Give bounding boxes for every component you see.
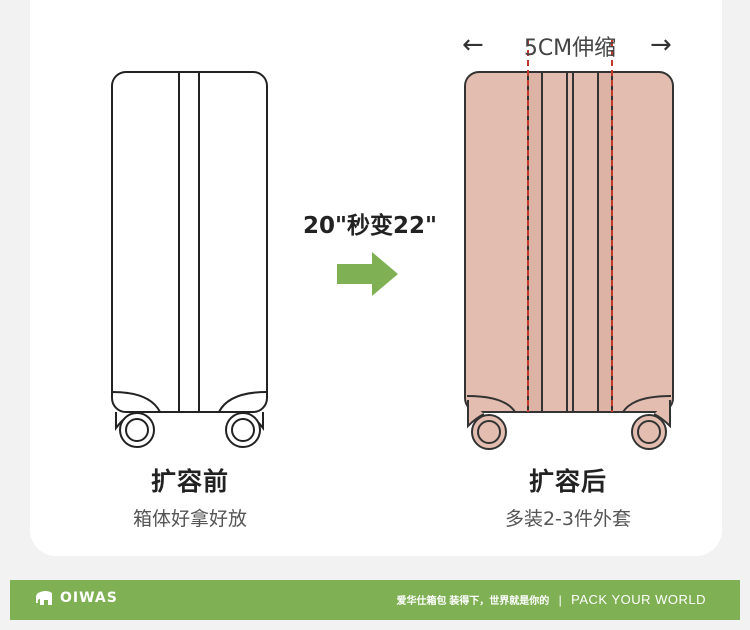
after-subtitle: 多装2-3件外套: [504, 508, 632, 530]
footer-slogan: 爱华仕箱包 装得下，世界就是你的 | PACK YOUR WORLD: [397, 592, 706, 607]
arrow-right-icon: →: [650, 30, 672, 60]
before-title: 扩容前: [150, 467, 229, 496]
footer-bar: OIWAS 爱华仕箱包 装得下，世界就是你的 | PACK YOUR WORLD: [10, 580, 740, 620]
slogan-en: PACK YOUR WORLD: [571, 592, 706, 607]
after-title: 扩容后: [528, 467, 607, 496]
before-subtitle: 箱体好拿好放: [132, 508, 247, 530]
after-caption: 扩容后 多装2-3件外套: [458, 462, 678, 531]
suitcase-before-icon: [111, 71, 268, 448]
expansion-dash-lines: [527, 40, 613, 412]
arrow-left-icon: ←: [462, 30, 484, 60]
before-caption: 扩容前 箱体好拿好放: [80, 462, 300, 531]
transform-label: 20"秒变22": [303, 213, 437, 239]
elephant-icon: [36, 591, 52, 605]
brand-name: OIWAS: [60, 590, 118, 606]
slogan-separator: |: [558, 593, 562, 607]
slogan-cn: 爱华仕箱包 装得下，世界就是你的: [396, 596, 550, 607]
green-arrow-icon: [337, 252, 398, 296]
brand-logo: OIWAS: [36, 589, 118, 607]
stretch-label: 5CM伸缩: [523, 36, 617, 61]
suitcase-after-icon: [464, 71, 674, 450]
